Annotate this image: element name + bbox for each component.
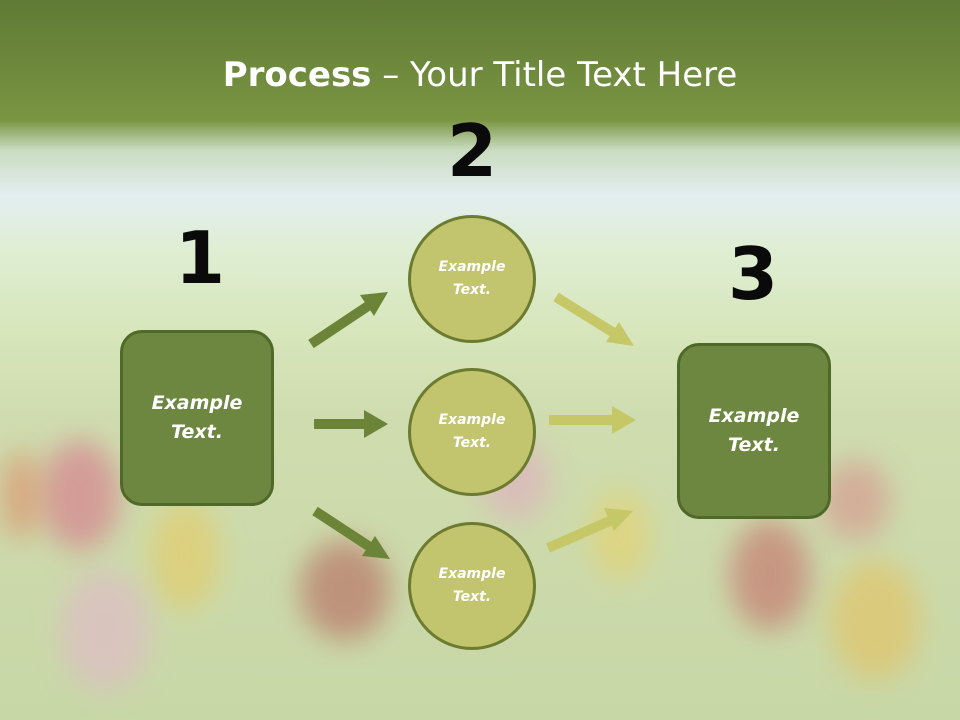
arrow-from-circle-top xyxy=(553,292,634,346)
tulip-light-pink-blob xyxy=(60,570,150,690)
arrow-to-circle-bottom xyxy=(312,506,390,559)
page-title: Process – Your Title Text Here xyxy=(0,55,960,95)
tulip-pink-blob xyxy=(820,460,890,540)
step-1-number: 1 xyxy=(174,216,226,300)
tulip-yellow-blob xyxy=(150,500,220,610)
tulip-orange-blob xyxy=(0,450,40,540)
arrow-to-circle-top xyxy=(308,292,388,349)
arrow-from-circle-bottom xyxy=(545,508,633,553)
arrow-to-circle-middle xyxy=(314,410,388,438)
tulip-yellow-blob xyxy=(590,490,650,580)
tulip-red-blob xyxy=(730,520,810,630)
title-rest: – Your Title Text Here xyxy=(371,55,738,95)
step-3-number: 3 xyxy=(727,232,779,316)
step-2-number: 2 xyxy=(446,109,498,193)
title-bold: Process xyxy=(222,55,372,95)
tulip-yellow-blob xyxy=(830,560,920,680)
arrow-from-circle-middle xyxy=(549,406,636,434)
tulip-pink-blob xyxy=(40,440,120,550)
